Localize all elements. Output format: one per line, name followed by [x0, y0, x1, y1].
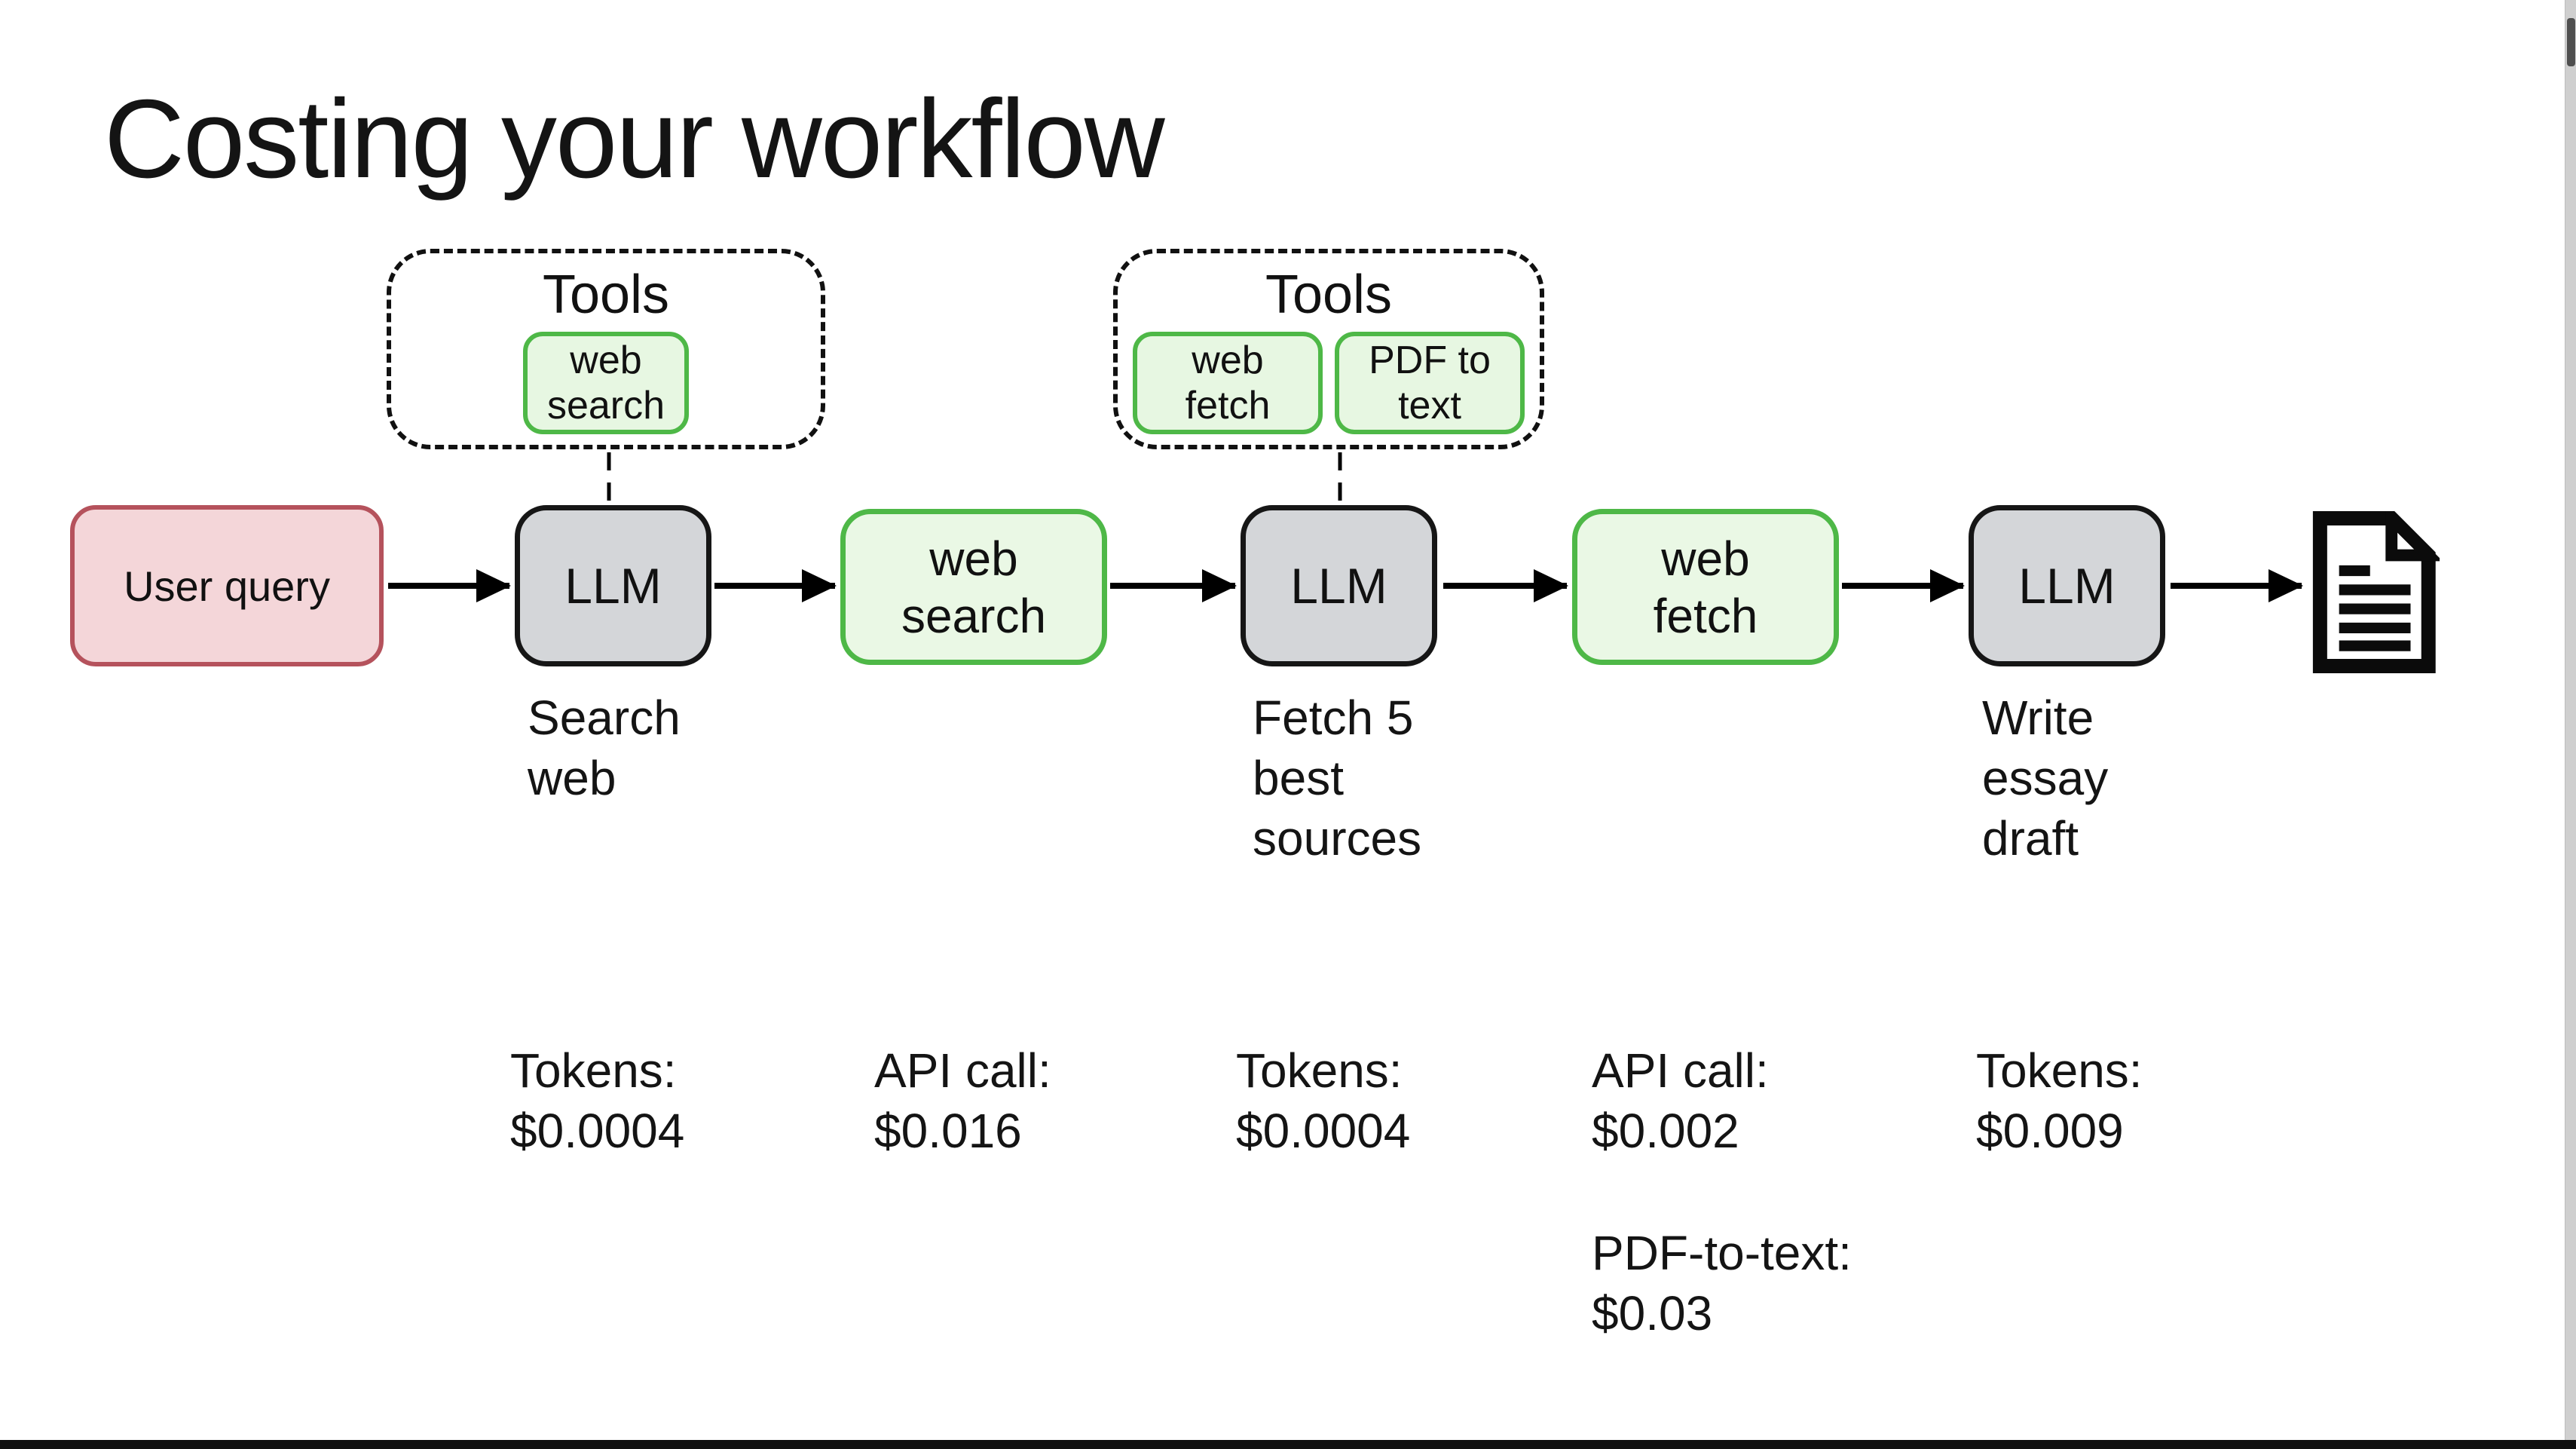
page-title: Costing your workflow: [104, 77, 1165, 201]
cost-webfetch-api-call: API call: $0.002: [1592, 1043, 1769, 1158]
tool-chip-web-search: web search: [522, 332, 690, 434]
tools-group-2-label: Tools: [1265, 265, 1393, 325]
tools-group-2-chips: web fetch PDF to text: [1133, 332, 1525, 434]
node-user-query: User query: [70, 505, 384, 666]
tools-group-1: Tools web search: [387, 249, 825, 449]
tools-group-1-chips: web search: [522, 332, 690, 434]
tool-chip-pdf-to-text: PDF to text: [1335, 332, 1525, 434]
cost-llm2-tokens: Tokens: $0.0004: [1236, 1043, 1411, 1158]
scrollbar-track[interactable]: [2565, 0, 2576, 1449]
node-web-search: web search: [840, 509, 1107, 665]
caption-llm1: Search web: [528, 691, 681, 805]
tools-group-2: Tools web fetch PDF to text: [1113, 249, 1544, 449]
node-llm-3: LLM: [1969, 505, 2165, 666]
node-llm-2: LLM: [1241, 505, 1437, 666]
cost-websearch-api-call: API call: $0.016: [874, 1043, 1051, 1158]
cost-llm1-tokens: Tokens: $0.0004: [510, 1043, 685, 1158]
caption-llm2: Fetch 5 best sources: [1253, 691, 1422, 865]
document-icon: [2312, 511, 2440, 673]
node-web-fetch: web fetch: [1572, 509, 1839, 665]
bottom-edge-bar: [0, 1440, 2576, 1449]
node-llm-1: LLM: [515, 505, 711, 666]
tools-group-1-label: Tools: [542, 265, 670, 325]
cost-pdf-to-text: PDF-to-text: $0.03: [1592, 1226, 1852, 1340]
scrollbar-thumb[interactable]: [2567, 18, 2575, 66]
caption-llm3: Write essay draft: [1982, 691, 2109, 865]
tool-chip-web-fetch: web fetch: [1133, 332, 1323, 434]
cost-llm3-tokens: Tokens: $0.009: [1976, 1043, 2143, 1158]
